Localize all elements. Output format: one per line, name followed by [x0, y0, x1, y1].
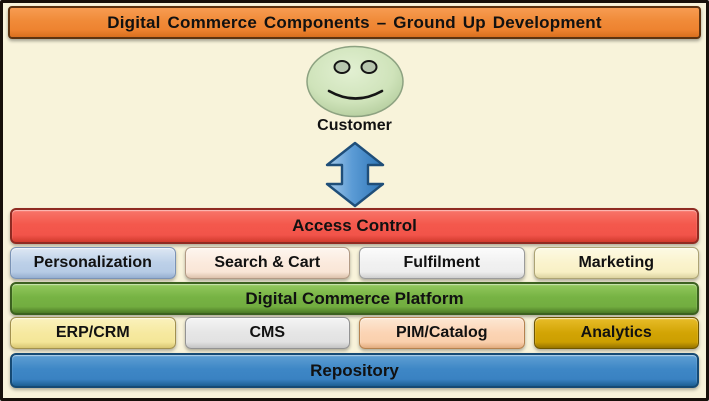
box-pim-catalog: PIM/Catalog	[359, 317, 525, 349]
double-arrow-svg	[325, 141, 384, 208]
box-cms-label: CMS	[249, 324, 286, 341]
digital-commerce-platform-bar: Digital Commerce Platform	[10, 282, 699, 315]
box-marketing-label: Marketing	[578, 254, 655, 271]
box-analytics: Analytics	[533, 317, 699, 349]
smiley-face-svg	[305, 45, 404, 118]
box-fulfilment: Fulfilment	[359, 247, 525, 279]
repository-label: Repository	[310, 360, 399, 380]
box-pim-catalog-label: PIM/Catalog	[395, 324, 488, 341]
diagram-title: Digital Commerce Components – Ground Up …	[107, 12, 602, 32]
box-personalization-label: Personalization	[33, 254, 152, 271]
customer-label: Customer	[317, 117, 392, 134]
box-search-and-cart: Search & Cart	[184, 247, 350, 279]
smiley-face-icon	[305, 45, 405, 118]
digital-commerce-platform-label: Digital Commerce Platform	[245, 288, 464, 308]
box-cms: CMS	[184, 317, 350, 349]
repository-bar: Repository	[10, 353, 699, 388]
box-search-and-cart-label: Search & Cart	[214, 254, 321, 271]
component-row-2: ERP/CRM CMS PIM/Catalog Analytics	[10, 317, 699, 349]
access-control-bar: Access Control	[10, 208, 699, 244]
box-erp-crm: ERP/CRM	[10, 317, 176, 349]
access-control-label: Access Control	[292, 216, 417, 235]
double-arrow-icon	[322, 141, 388, 208]
box-erp-crm-label: ERP/CRM	[55, 324, 130, 341]
box-analytics-label: Analytics	[580, 324, 652, 341]
box-marketing: Marketing	[533, 247, 699, 279]
box-fulfilment-label: Fulfilment	[403, 254, 480, 271]
component-row-1: Personalization Search & Cart Fulfilment…	[10, 247, 699, 279]
box-personalization: Personalization	[10, 247, 176, 279]
diagram-title-bar: Digital Commerce Components – Ground Up …	[8, 6, 701, 39]
